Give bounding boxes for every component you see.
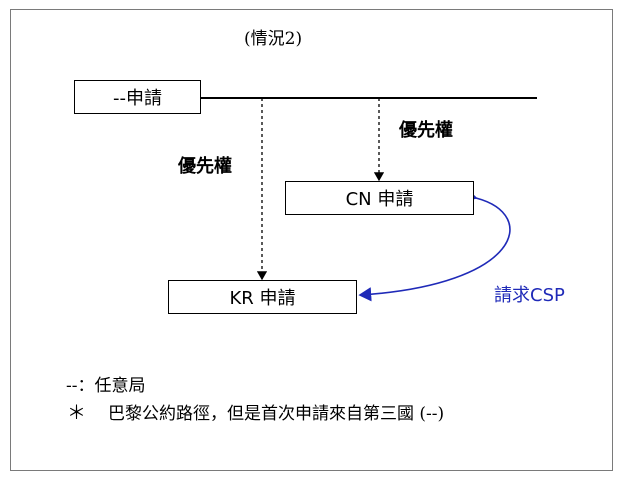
priority-label-cn: 優先權 xyxy=(399,120,453,141)
kr-application-label: KR 申請 xyxy=(229,288,296,309)
note-any-office: --：任意局 xyxy=(66,376,146,396)
note-paris-route: 巴黎公約路徑，但是首次申請來自第三國 (--) xyxy=(108,404,445,424)
origin-application-box: --申請 xyxy=(74,80,201,114)
csp-request-label: 請求CSP xyxy=(494,285,565,306)
diagram-title: (情況2) xyxy=(244,29,303,49)
priority-label-kr: 優先權 xyxy=(178,156,232,177)
origin-application-label: --申請 xyxy=(113,88,162,109)
note-asterisk: ＊ xyxy=(67,402,87,424)
cn-application-label: CN 申請 xyxy=(345,189,414,210)
csp-request-arrow xyxy=(358,188,511,302)
cn-application-box: CN 申請 xyxy=(285,181,474,215)
kr-application-box: KR 申請 xyxy=(168,280,357,314)
